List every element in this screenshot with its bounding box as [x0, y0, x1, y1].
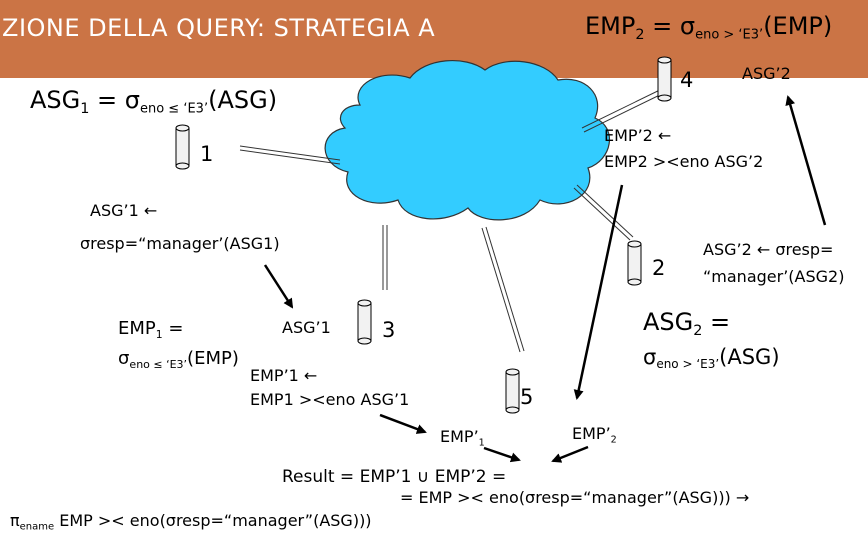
emp1-formula-line2: σeno ≤ ‘E3’(EMP) [118, 348, 239, 371]
site-1-label: 1 [200, 142, 214, 166]
site-1-cylinder [175, 124, 190, 170]
flow-arrows [263, 95, 827, 463]
result-line3-text: EMP >< eno(σresp=“manager”(ASG))) [54, 511, 372, 530]
result-line1: Result = EMP’1 ∪ EMP’2 = [282, 467, 507, 487]
asg1-assign-line1: ASG’1 ← [90, 201, 158, 220]
emp1-eq: = [162, 318, 184, 339]
asg2-rel: (ASG) [719, 345, 780, 369]
asg2-sigma: σ [643, 345, 657, 369]
emp2-prime-prefix: EMP’ [572, 424, 611, 443]
emp1-prime: EMP’1 [440, 427, 485, 449]
site-2-label: 2 [652, 256, 666, 280]
emp1-formula-line1: EMP1 = [118, 318, 184, 341]
asg2-prefix: ASG [643, 308, 694, 336]
asg2-formula-line2: σeno > ‘E3’(ASG) [643, 345, 780, 372]
site-5-cylinder [505, 368, 520, 414]
result-line2: = EMP >< eno(σresp=“manager”(ASG))) → [400, 488, 750, 507]
asg2-eq: = [702, 308, 731, 336]
emp1-assign-line1: EMP’1 ← [250, 366, 318, 385]
emp2-assign-line2: EMP2 ><eno ASG’2 [604, 152, 764, 171]
slide-title: ZIONE DELLA QUERY: STRATEGIA A [2, 14, 436, 42]
pi-sub: ename [19, 521, 55, 533]
asg1-prefix: ASG [30, 86, 81, 114]
asg2-assign-line1: ASG’2 ← σresp= [703, 240, 834, 259]
asg1-eq: = σ [89, 86, 140, 114]
emp1-sigma: σ [118, 348, 130, 369]
links [239, 85, 671, 353]
emp2-prime: EMP’2 [572, 424, 617, 446]
emp1-assign-line2: EMP1 ><eno ASG’1 [250, 390, 410, 409]
site-5-label: 5 [520, 385, 534, 409]
asg1-rel: (ASG) [208, 86, 278, 114]
asg1-cond: eno ≤ ‘E3’ [139, 101, 209, 117]
emp1-prefix: EMP [118, 318, 156, 339]
asg1-assign-line2: σresp=“manager’(ASG1) [80, 234, 280, 253]
asg2-assign-line2: “manager’(ASG2) [703, 267, 845, 286]
asg1-formula: ASG1 = σeno ≤ ‘E3’(ASG) [30, 86, 278, 118]
emp2-formula: EMP2 = σeno > ‘E3’(EMP) [585, 12, 833, 44]
asg1-sub: 1 [80, 101, 90, 118]
emp2-cond: eno > ‘E3’ [695, 27, 764, 43]
emp2-assign-line1: EMP’2 ← [604, 126, 672, 145]
emp1-rel: (EMP) [187, 348, 239, 369]
site-3-label: 3 [382, 318, 396, 342]
emp1-prime-sub: 1 [478, 437, 485, 449]
asg2-cond: eno > ‘E3’ [656, 357, 720, 372]
emp1-cond: eno ≤ ‘E3’ [129, 357, 188, 371]
emp1-prime-prefix: EMP’ [440, 427, 479, 446]
result-line3: πename EMP >< eno(σresp=“manager”(ASG))) [10, 511, 372, 533]
emp2-rel: (EMP) [763, 12, 833, 40]
asg2-sub: 2 [693, 323, 703, 340]
site-4-label: 4 [680, 68, 694, 92]
site-2-cylinder [627, 240, 642, 286]
emp2-sub: 2 [635, 27, 645, 44]
emp2-eq: = σ [644, 12, 696, 40]
asg2-formula-line1: ASG2 = [643, 308, 731, 340]
emp1-sub: 1 [155, 327, 163, 341]
emp2-prefix: EMP [585, 12, 636, 40]
asg2-top-label: ASG’2 [742, 64, 791, 83]
pi-symbol: π [10, 511, 20, 530]
network-cloud [324, 59, 610, 221]
asg1-at-site3: ASG’1 [282, 318, 331, 337]
site-4-cylinder [657, 56, 672, 102]
site-3-cylinder [357, 299, 372, 345]
emp2-prime-sub: 2 [610, 434, 617, 446]
